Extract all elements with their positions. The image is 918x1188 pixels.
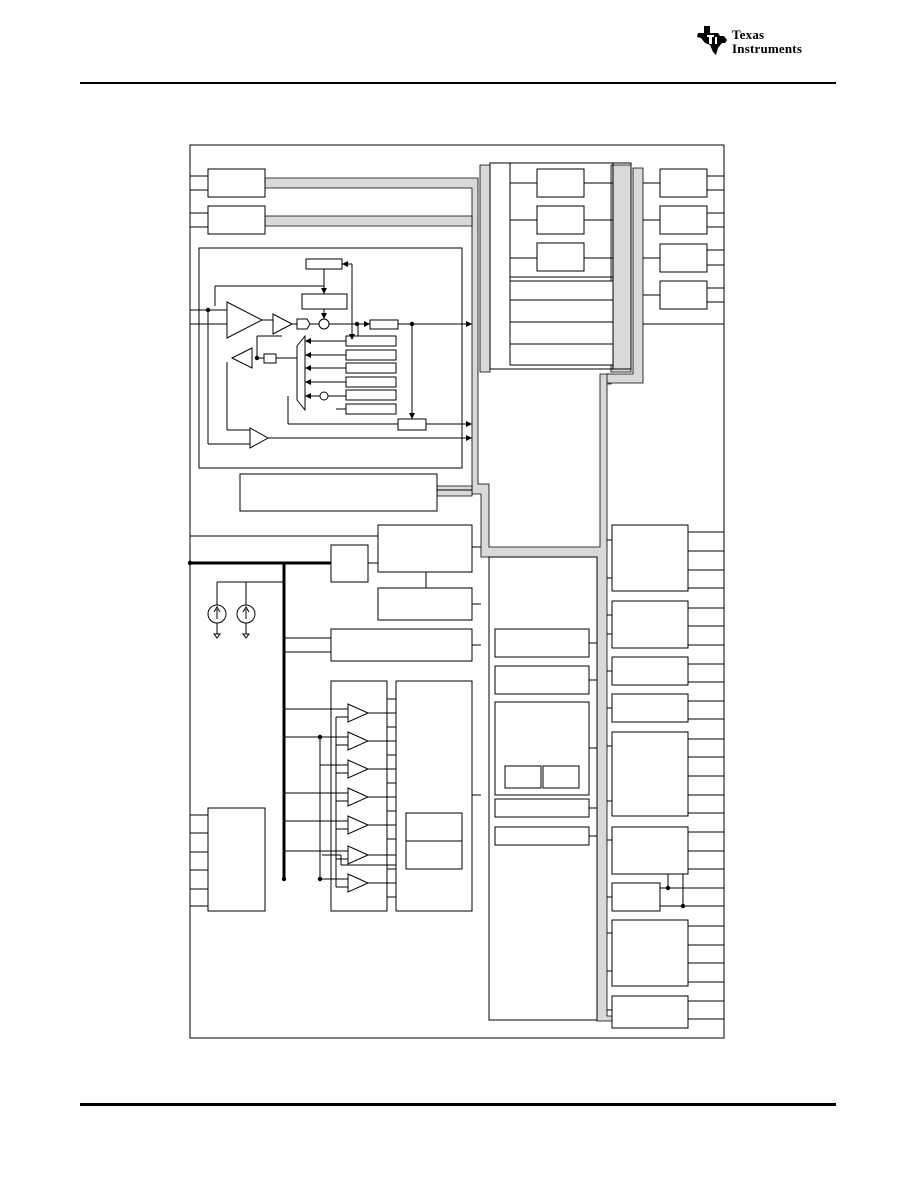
footer-rule: [80, 1103, 836, 1106]
supply-rail: [190, 561, 331, 879]
diagram-frame: [189, 144, 725, 1039]
ti-texas-state-icon: [697, 26, 727, 55]
logo-line-2: Instruments: [732, 41, 803, 56]
header-rule: [80, 82, 836, 84]
ti-logo: Texas Instruments: [696, 24, 841, 64]
comparator-bank: [347, 703, 370, 893]
signal-lines: [190, 163, 724, 1020]
logo-line-1: Texas: [732, 27, 765, 42]
arrows-and-junctions: [187, 261, 686, 909]
internal-bus: [264, 164, 644, 1022]
